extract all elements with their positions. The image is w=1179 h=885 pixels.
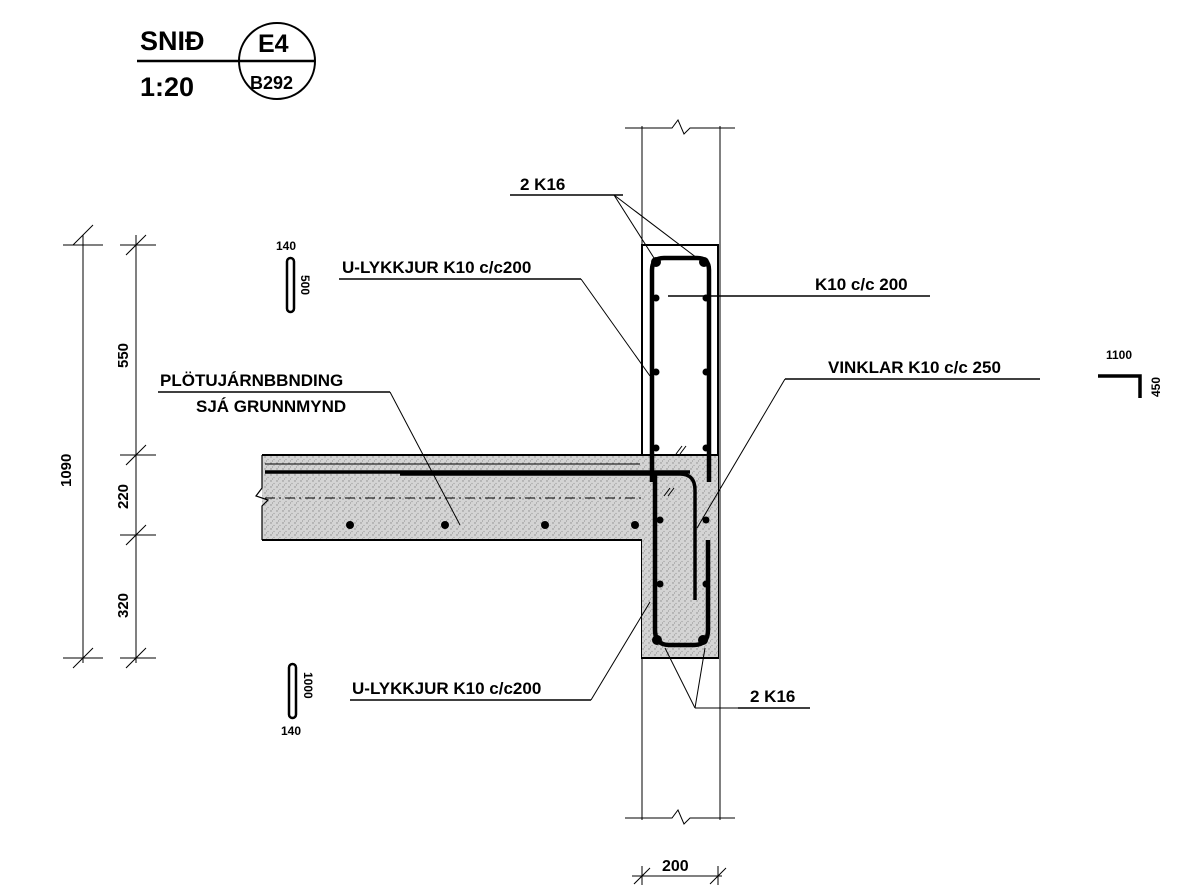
top-bar-k16 — [651, 257, 661, 267]
slab-bottom-bar — [441, 521, 449, 529]
bottom-bar-k16 — [652, 635, 662, 645]
dim-slab-thickness: 220 — [115, 484, 132, 509]
side-bar — [702, 516, 710, 524]
reinforcement — [400, 255, 712, 648]
callout-angle-bars: VINKLAR K10 c/c 250 — [828, 358, 1001, 377]
sheet-reference: B292 — [250, 73, 293, 93]
lower-u-width: 140 — [281, 724, 301, 738]
side-bar — [652, 444, 660, 452]
callout-lower-stirrups: U-LYKKJUR K10 c/c200 — [352, 679, 541, 698]
title-block: SNIÐ 1:20 E4 B292 — [137, 22, 316, 102]
section-label: SNIÐ — [140, 26, 205, 56]
side-bar — [656, 516, 664, 524]
dim-wall-width: 200 — [662, 858, 689, 875]
side-bar — [652, 294, 660, 302]
callout-top-bars: 2 K16 — [520, 175, 565, 194]
side-bar — [656, 580, 664, 588]
dim-total-height: 1090 — [58, 454, 75, 487]
slab-bottom-bar — [631, 521, 639, 529]
upper-u-width: 140 — [276, 239, 296, 253]
lower-u-length: 1000 — [301, 672, 315, 699]
slab-bottom-bar — [541, 521, 549, 529]
slab-bottom-bar — [346, 521, 354, 529]
detail-callout-circle — [238, 22, 316, 100]
leader-lines — [158, 194, 1040, 709]
dim-lower-height: 320 — [115, 593, 132, 618]
bottom-bar-k16 — [698, 635, 708, 645]
slab-concrete-fill — [262, 455, 718, 658]
side-bar — [702, 444, 710, 452]
callouts: 2 K16 U-LYKKJUR K10 c/c200 K10 c/c 200 P… — [160, 175, 1001, 706]
slab-break-line — [255, 455, 270, 540]
side-bar — [702, 368, 710, 376]
detail-id: E4 — [258, 30, 289, 58]
angle-leg-horizontal: 1100 — [1106, 348, 1132, 362]
bar-shape-lower-u: 1000 140 — [281, 662, 315, 738]
callout-upper-stirrups: U-LYKKJUR K10 c/c200 — [342, 258, 531, 277]
callout-slab-reinforcement: PLÖTUJÁRNBBNDING — [160, 371, 343, 390]
angle-leg-vertical: 450 — [1149, 377, 1163, 397]
break-line-top — [625, 119, 735, 135]
side-bar — [652, 368, 660, 376]
top-bar-k16 — [699, 257, 709, 267]
callout-horizontal-bars: K10 c/c 200 — [815, 275, 908, 294]
side-bar — [702, 580, 710, 588]
upper-u-length: 500 — [298, 275, 312, 295]
concrete-section — [255, 244, 719, 659]
scale-label: 1:20 — [140, 72, 194, 102]
callout-slab-reference: SJÁ GRUNNMYND — [196, 397, 346, 416]
angle-bar — [400, 472, 697, 600]
break-line-bottom — [625, 809, 735, 825]
callout-bottom-bars: 2 K16 — [750, 687, 795, 706]
dim-upper-height: 550 — [115, 343, 132, 368]
wall-outline — [625, 119, 735, 825]
bar-shape-angle: 1100 450 — [1098, 348, 1163, 398]
dimension-lines: 1090 550 220 320 200 — [58, 224, 727, 885]
bar-shape-upper-u: 140 500 — [276, 239, 312, 314]
